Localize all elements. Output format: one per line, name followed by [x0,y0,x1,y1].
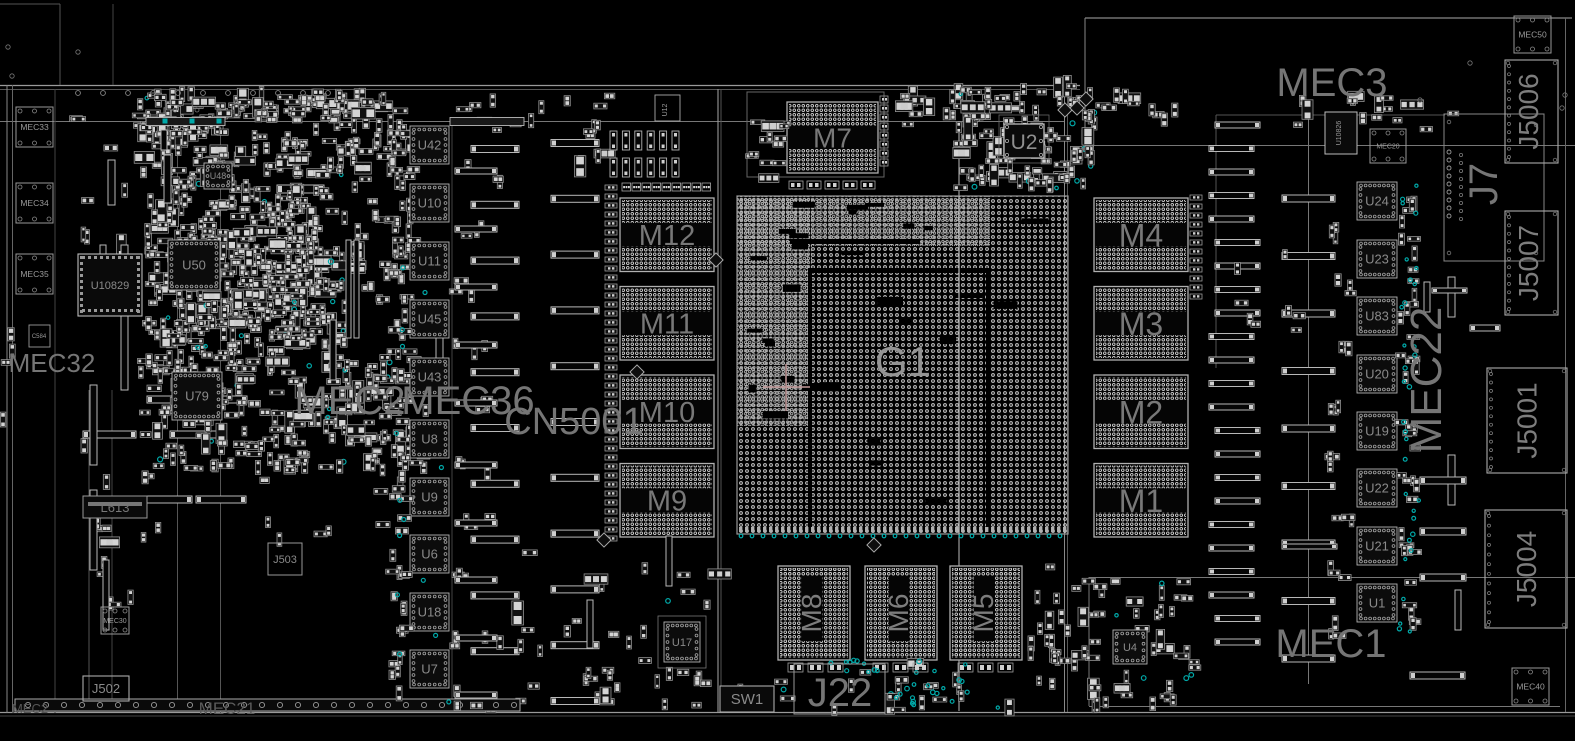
svg-text:M9: M9 [647,486,687,518]
svg-text:U11: U11 [418,254,441,269]
svg-text:U42: U42 [418,138,442,153]
svg-text:M11: M11 [640,309,694,341]
svg-text:M10: M10 [639,397,695,429]
svg-text:M8: M8 [796,594,827,633]
svg-text:G1: G1 [875,338,931,385]
svg-text:U6: U6 [421,547,438,562]
svg-text:U45: U45 [418,312,442,327]
svg-text:U8: U8 [421,432,438,447]
svg-text:M3: M3 [1119,306,1163,342]
svg-text:M12: M12 [639,220,695,252]
svg-text:U9: U9 [421,490,438,505]
svg-text:M2: M2 [1119,394,1163,430]
svg-text:M5: M5 [968,594,999,633]
svg-text:M6: M6 [883,594,914,633]
svg-text:M1: M1 [1119,483,1163,519]
svg-text:M7: M7 [813,123,852,154]
svg-text:U18: U18 [418,605,442,620]
svg-text:M4: M4 [1119,217,1163,253]
svg-text:U10: U10 [418,196,442,211]
